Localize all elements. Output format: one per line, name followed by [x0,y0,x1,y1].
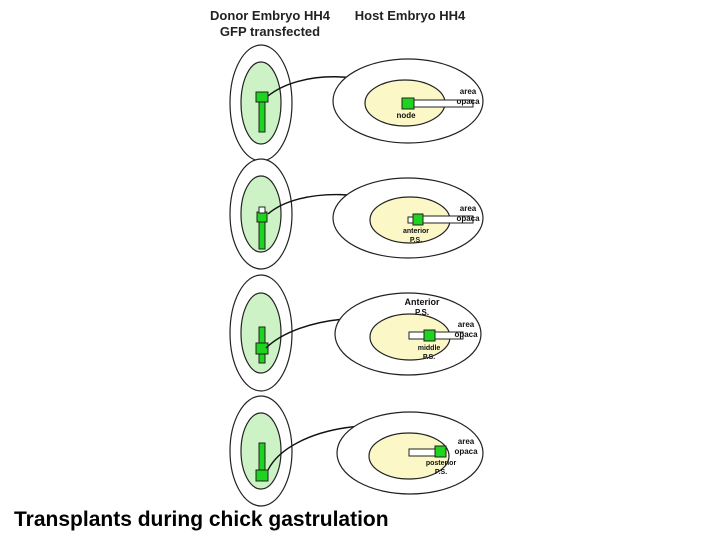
gfp-graft-site [255,91,269,103]
top-label-1: Anterior [404,297,440,307]
area-label-2: opaca [454,447,478,456]
transplant-panel-anterior-ps: area opaca anterior P.S. [229,158,484,270]
donor-header-line1: Donor Embryo HH4 [210,8,330,23]
graft-site-label-1: anterior [403,228,429,235]
host-primitive-streak [408,331,464,340]
host-primitive-streak [408,448,438,457]
gfp-graft-site [255,342,269,355]
transplant-panel-node: area opaca node [229,44,484,162]
graft-in-host [434,445,447,458]
donor-embryo [229,395,293,507]
donor-header-line2: GFP transfected [219,24,321,39]
primitive-streak [258,99,266,133]
donor-embryo [229,274,293,392]
graft-in-host [423,329,436,342]
gfp-graft-site [255,469,269,482]
graft-in-host [401,97,415,110]
slide-caption: Transplants during chick gastrulation [14,508,389,531]
donor-embryo-header: Donor Embryo HH4 GFP transfected [195,8,345,40]
host-embryo [334,292,482,376]
graft-site-label: node [396,111,416,120]
area-label-1: area [460,87,477,96]
donor-embryo [229,44,293,162]
graft-site-label-2: P.S. [423,354,435,361]
host-embryo-header: Host Embryo HH4 [354,8,466,23]
area-label-1: area [458,320,475,329]
area-label-1: area [460,204,477,213]
transplant-panel-middle-ps: Anterior P.S. area opaca middle P.S. [229,274,482,392]
graft-site-label-2: P.S. [410,237,422,244]
top-label-2: P.S. [415,308,429,317]
donor-embryo [229,158,293,270]
graft-site-label-1: posterior [426,460,457,467]
host-embryo [336,411,484,495]
graft-site-label-1: middle [418,345,441,352]
area-label-2: opaca [454,330,478,339]
host-node [407,216,414,224]
node [258,206,266,214]
transplant-panel-posterior-ps: area opaca posterior P.S. [229,395,484,507]
graft-in-host [412,213,424,226]
graft-site-label-2: P.S. [435,469,447,476]
host-embryo [332,58,484,144]
host-embryo [332,177,484,259]
primitive-streak [258,442,266,474]
area-label-1: area [458,437,475,446]
area-label-2: opaca [456,214,480,223]
area-label-2: opaca [456,97,480,106]
